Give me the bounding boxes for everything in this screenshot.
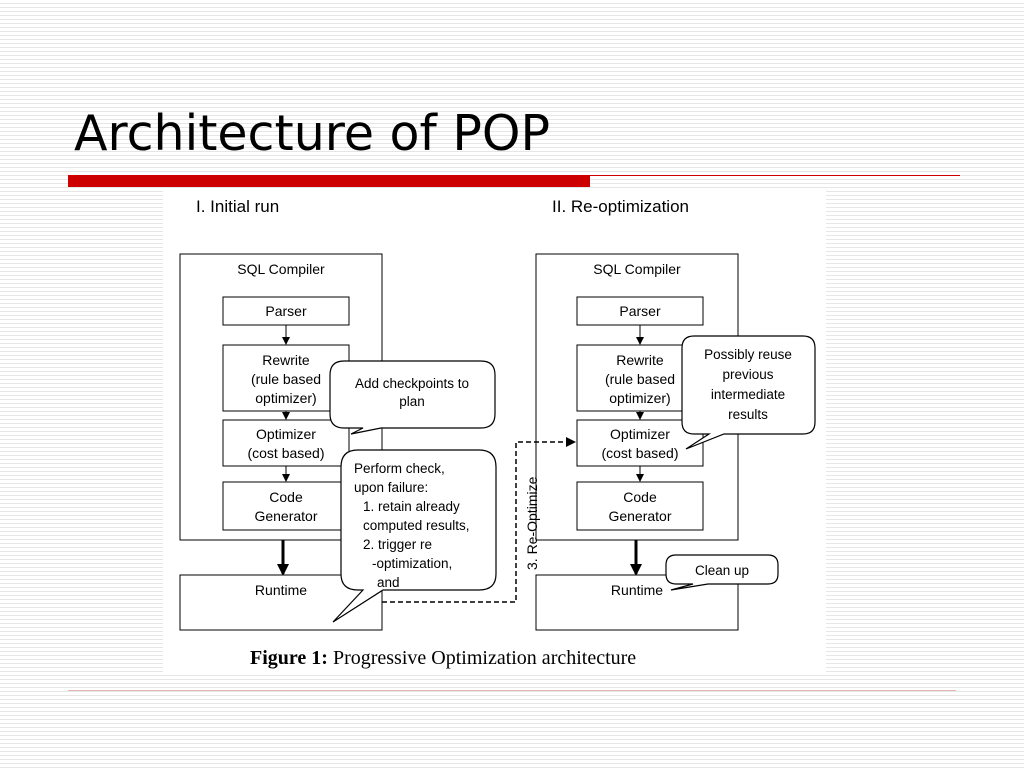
title-accent-bar [68,175,590,187]
reopt-optimizer-line-2: (cost based) [601,445,678,461]
initial-rewrite-line-2: (rule based [251,371,321,387]
initial-rewrite-line-1: Rewrite [262,352,310,368]
perform-check-line-1: Perform check, [354,461,445,476]
reopt-heading: II. Re-optimization [552,197,689,216]
reopt-runtime-label: Runtime [611,582,663,598]
architecture-diagram: I. Initial run SQL Compiler Parser Rewri… [179,197,816,669]
possibly-reuse-line-1: Possibly reuse [704,347,792,362]
initial-codegen-line-1: Code [269,489,303,505]
clean-up-label: Clean up [695,563,749,578]
perform-check-line-6: -optimization, [372,556,452,571]
add-checkpoints-line-2: plan [399,394,425,409]
initial-optimizer-line-1: Optimizer [256,426,316,442]
reopt-sql-compiler-label: SQL Compiler [593,261,681,277]
initial-parser-box [222,296,350,326]
reopt-optimizer-line-1: Optimizer [610,426,670,442]
possibly-reuse-line-3: intermediate [711,387,785,402]
possibly-reuse-callout [681,335,816,450]
figure-caption: Figure 1: Progressive Optimization archi… [250,647,636,669]
clean-up-callout [665,554,779,591]
add-checkpoints-callout [329,360,496,435]
footer-divider-line [68,690,956,691]
reoptimize-label: 3. Re-Optimize [524,476,540,570]
reopt-optimizer-box [576,419,704,467]
reoptimize-dashed-path [382,441,573,603]
perform-check-line-5: 2. trigger re [363,537,432,552]
perform-check-line-4: computed results, [363,518,470,533]
initial-sql-compiler-label: SQL Compiler [237,261,325,277]
reopt-codegen-box [576,481,704,531]
reopt-rewrite-line-3: optimizer) [609,390,670,406]
figure-caption-text: Progressive Optimization architecture [328,647,636,669]
perform-check-line-7: and [377,575,400,590]
perform-check-line-2: upon failure: [354,480,428,495]
initial-parser-label: Parser [265,303,307,319]
possibly-reuse-line-2: previous [722,367,773,382]
initial-codegen-line-2: Generator [254,508,317,524]
perform-check-line-3: 1. retain already [363,499,460,514]
initial-runtime-box [179,574,383,631]
initial-optimizer-box [222,419,350,467]
reopt-parser-box [576,296,704,326]
initial-optimizer-line-2: (cost based) [247,445,324,461]
reopt-rewrite-line-2: (rule based [605,371,675,387]
initial-codegen-box [222,481,350,531]
figure-caption-label: Figure 1: [250,647,328,669]
initial-run-heading: I. Initial run [196,197,279,216]
reopt-codegen-line-2: Generator [608,508,671,524]
perform-check-callout [332,449,497,623]
reopt-rewrite-line-1: Rewrite [616,352,664,368]
reopt-codegen-line-1: Code [623,489,657,505]
reoptimize-arrowhead [566,437,576,447]
initial-runtime-label: Runtime [255,582,307,598]
title-divider-line [590,175,960,176]
initial-rewrite-line-3: optimizer) [255,390,316,406]
pop-architecture-figure: I. Initial run SQL Compiler Parser Rewri… [163,188,826,672]
slide-title: Architecture of POP [74,105,551,162]
add-checkpoints-line-1: Add checkpoints to [355,376,469,391]
possibly-reuse-line-4: results [728,407,768,422]
reopt-parser-label: Parser [619,303,661,319]
